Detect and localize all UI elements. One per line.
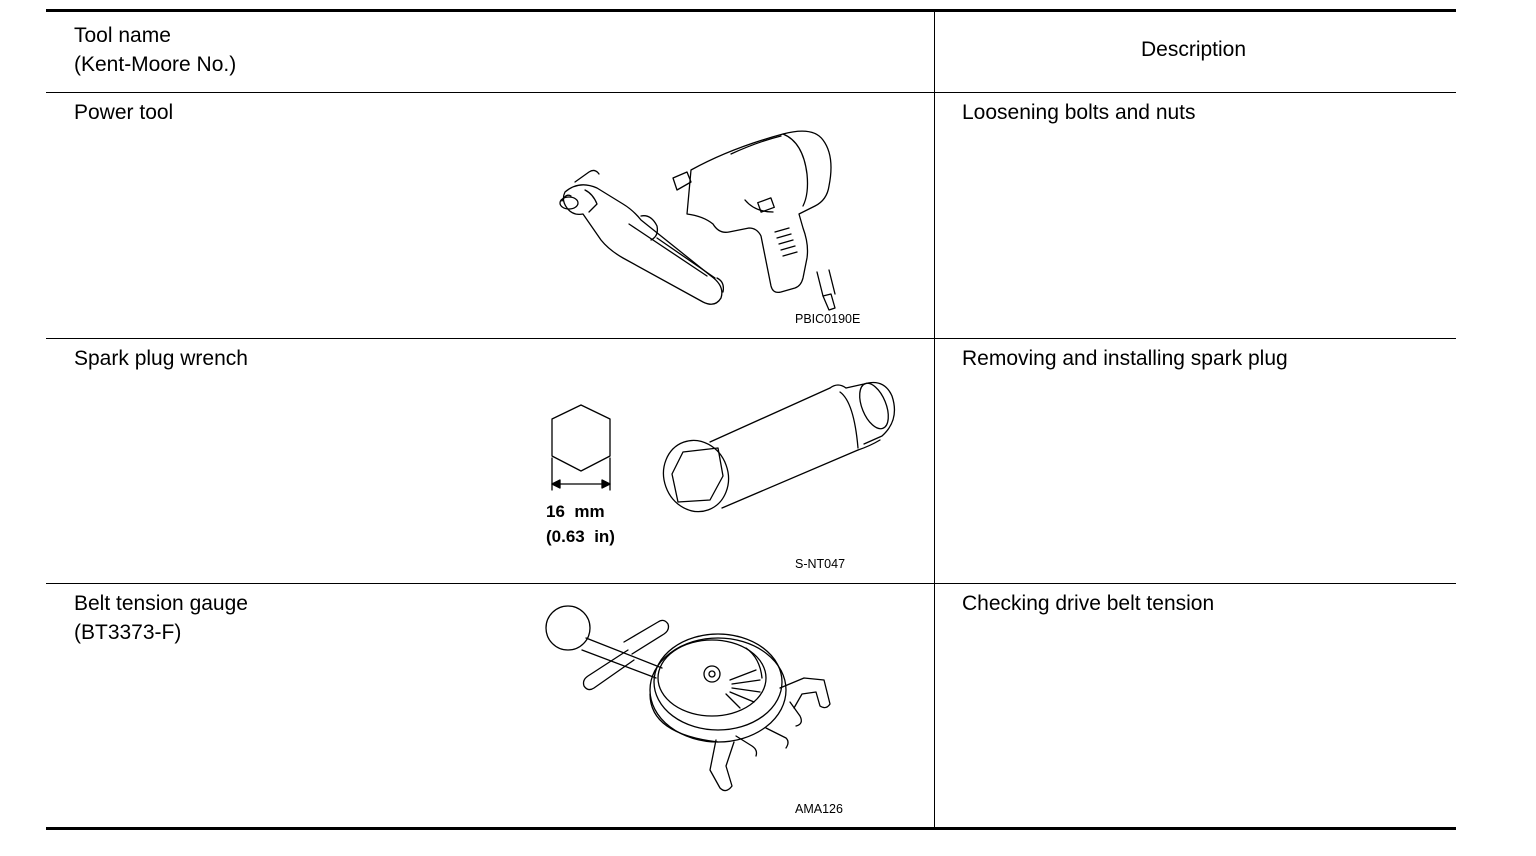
tool-description: Checking drive belt tension (962, 592, 1215, 615)
header-bottom-border (46, 92, 1456, 93)
tool-name: Spark plug wrench (74, 347, 248, 370)
air-ratchet-and-impact-wrench-illustration (545, 120, 850, 315)
column-divider (934, 11, 935, 829)
belt-tension-gauge-illustration (540, 598, 840, 793)
table-bottom-border (46, 827, 1456, 830)
hexagon-icon (552, 405, 610, 490)
figure-code: PBIC0190E (795, 312, 861, 326)
figure-code: S-NT047 (795, 557, 846, 571)
table-top-border (46, 9, 1456, 12)
dimension-in: (0.63 in) (546, 527, 615, 546)
row-divider (46, 583, 1456, 584)
row-divider (46, 338, 1456, 339)
tool-description: Removing and installing spark plug (962, 347, 1288, 370)
dimension-mm: 16 mm (546, 502, 605, 521)
tool-description: Loosening bolts and nuts (962, 101, 1196, 124)
spark-plug-socket-illustration (540, 378, 900, 518)
tool-number: (BT3373-F) (74, 621, 182, 644)
header-description: Description (1141, 38, 1247, 61)
header-tool-name: Tool name (74, 24, 171, 47)
tool-name: Power tool (74, 101, 174, 124)
header-kent-moore-no: (Kent-Moore No.) (74, 53, 237, 76)
impact-wrench-icon (673, 131, 835, 310)
tool-name: Belt tension gauge (74, 592, 248, 615)
socket-icon (654, 379, 895, 521)
figure-code: AMA126 (795, 802, 843, 816)
air-ratchet-icon (560, 170, 723, 304)
